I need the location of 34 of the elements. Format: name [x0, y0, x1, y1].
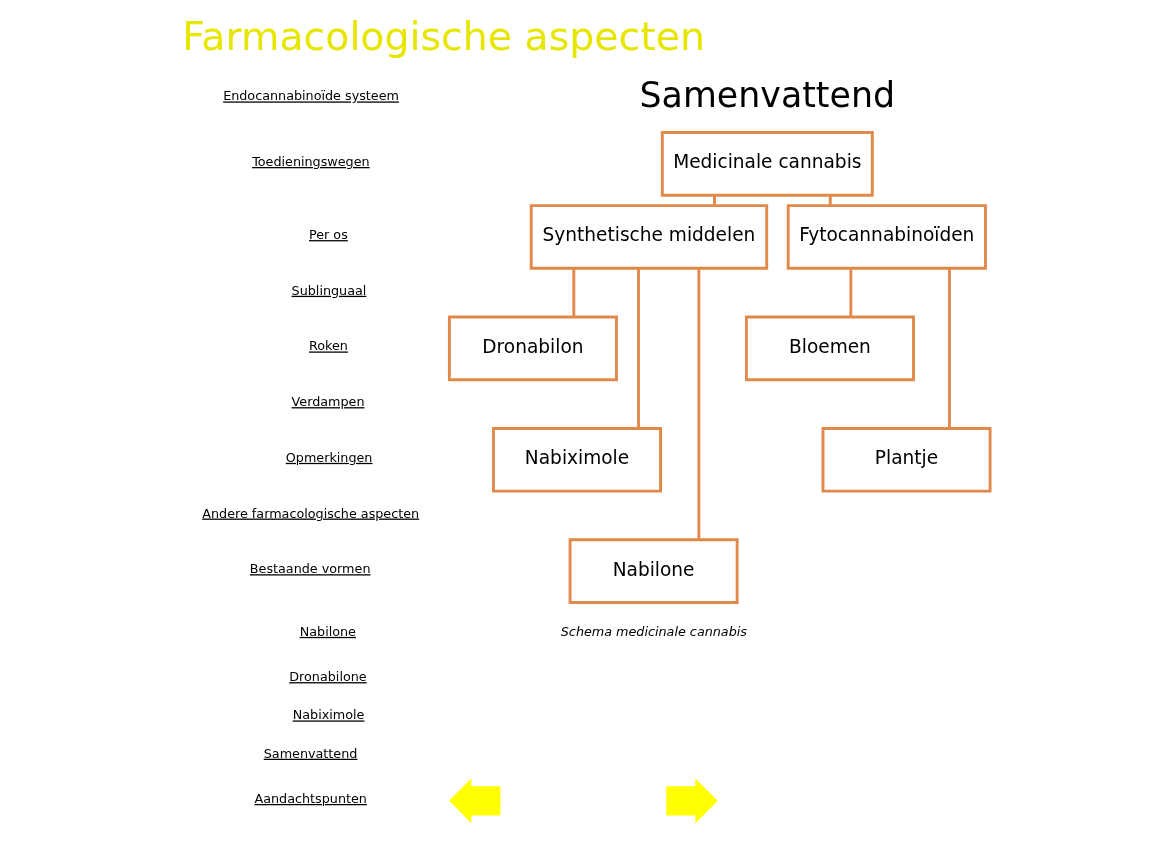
label: Sublinguaal	[291, 282, 367, 298]
label: Bestaande vormen	[249, 560, 371, 576]
node-box: Dronabilon	[447, 315, 618, 381]
label: Andere farmacologische aspecten	[202, 505, 420, 521]
label: Opmerkingen	[285, 449, 373, 465]
label: Toedieningswegen	[252, 153, 370, 169]
node-box: Medicinale cannabis	[660, 130, 874, 197]
label: Samenvattend	[639, 74, 896, 115]
node-box: Nabilone	[568, 537, 739, 604]
label: Verdampen	[291, 393, 365, 409]
connector	[637, 267, 640, 428]
label: Nabilone	[299, 623, 356, 639]
label: Samenvattend	[263, 745, 358, 761]
label: Aandachtspunten	[254, 790, 367, 806]
connector	[948, 267, 951, 428]
label: Roken	[309, 337, 348, 353]
node-box: Synthetische middelen	[529, 203, 769, 270]
node-arrow	[666, 778, 718, 823]
diagram-title: Farmacologische aspecten	[182, 12, 705, 59]
connector	[697, 267, 701, 540]
label: Per os	[309, 226, 348, 242]
connector	[572, 268, 576, 317]
label: Nabiximole	[292, 706, 365, 722]
node-box: Fytocannabinoïden	[786, 203, 987, 270]
connector	[713, 194, 716, 206]
caption: Schema medicinale cannabis	[560, 623, 747, 639]
node-arrow	[449, 778, 501, 823]
label: Endocannabinoïde systeem	[223, 87, 399, 103]
connector	[849, 268, 853, 317]
label: Dronabilone	[289, 668, 367, 684]
connector	[828, 194, 832, 206]
node-box: Bloemen	[744, 315, 915, 381]
node-box: Nabiximole	[492, 426, 662, 493]
node-box: Plantje	[821, 426, 992, 493]
